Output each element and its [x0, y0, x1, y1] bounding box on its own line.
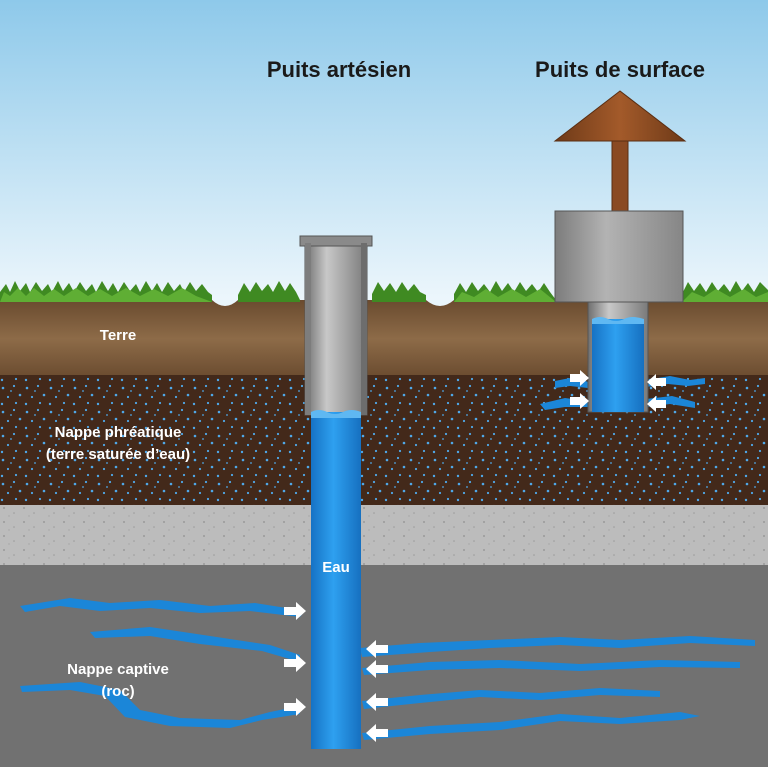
- arrow-right-icon: [284, 602, 306, 620]
- arrow-right-icon: [570, 393, 589, 409]
- ground-dip: [212, 300, 238, 306]
- label-water-table-sub: (terre saturée d’eau): [46, 446, 190, 463]
- surface-well: [553, 90, 687, 413]
- arrow-left-icon: [366, 724, 388, 742]
- label-water-table: Nappe phréatique: [55, 424, 182, 441]
- arrow-left-icon: [366, 693, 388, 711]
- arrow-left-icon: [647, 374, 666, 390]
- title-artesian-well: Puits artésien: [267, 57, 411, 82]
- inflow-arrows: [284, 370, 666, 742]
- artesian-well: [299, 235, 373, 749]
- surface-water-surface: [592, 317, 644, 324]
- surface-water-column: [592, 319, 644, 412]
- artesian-casing-wall-left: [305, 243, 311, 415]
- label-soil: Terre: [100, 327, 136, 344]
- gravel-texture: [0, 505, 768, 567]
- arrow-left-icon: [366, 640, 388, 658]
- grass: [0, 281, 768, 302]
- label-water: Eau: [322, 559, 350, 576]
- arrow-left-icon: [366, 660, 388, 678]
- arrow-left-icon: [647, 396, 666, 412]
- arrow-right-icon: [284, 654, 306, 672]
- saturated-soil-dots: [0, 375, 768, 507]
- artesian-casing: [304, 242, 368, 416]
- title-surface-well: Puits de surface: [535, 57, 705, 82]
- arrow-right-icon: [570, 370, 589, 386]
- artesian-casing-wall-right: [361, 243, 367, 415]
- label-confined-aquifer: Nappe captive: [67, 661, 169, 678]
- artesian-water-column: [311, 412, 361, 749]
- ground-dip: [426, 300, 454, 306]
- arrow-right-icon: [284, 698, 306, 716]
- artesian-casing-cap: [299, 235, 373, 247]
- roof-post: [611, 140, 629, 214]
- label-confined-aquifer-sub: (roc): [101, 683, 134, 700]
- well-housing: [554, 210, 684, 303]
- artesian-water-surface: [311, 410, 361, 418]
